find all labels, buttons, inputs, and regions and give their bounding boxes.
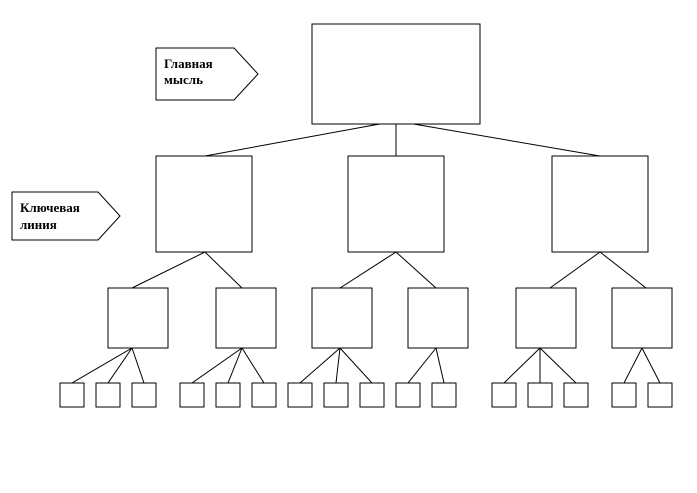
connectors-level-2 [71, 347, 661, 384]
connector-l1c-l2e [549, 251, 601, 289]
level-2-box [215, 287, 277, 349]
key-line-label: Ключевая линия [11, 191, 121, 241]
main-idea-label: Главная мысль [155, 47, 259, 101]
level-3-box [359, 382, 385, 408]
level-3-box [323, 382, 349, 408]
level-3-box [395, 382, 421, 408]
connector-l2c-l3 [299, 347, 341, 384]
level-3-boxes [59, 382, 673, 408]
root-box [311, 23, 481, 125]
level-3-box [131, 382, 157, 408]
connector-l2d-l3 [407, 347, 437, 384]
level-3-box [431, 382, 457, 408]
connector-l1b-l2c [339, 251, 397, 289]
key-line-arrow-shape [11, 191, 121, 241]
level-1-box [551, 155, 649, 253]
main-idea-arrow-shape [155, 47, 259, 101]
connector-l2e-l3 [539, 347, 577, 384]
level-3-box [491, 382, 517, 408]
level-1-box [347, 155, 445, 253]
level-3-box [179, 382, 205, 408]
level-3-box [527, 382, 553, 408]
level-2-box [515, 287, 577, 349]
level-1-box [155, 155, 253, 253]
connector-l2b-l3 [191, 347, 243, 384]
connector-l2f-l3 [623, 347, 643, 384]
connectors-level-1 [131, 251, 647, 289]
connector-l1a-l2b [204, 251, 243, 289]
connector-l2c-l3 [339, 347, 373, 384]
connectors-root [204, 120, 601, 157]
connector-l2f-l3 [641, 347, 661, 384]
connector-l2b-l3 [241, 347, 265, 384]
connector-l1b-l2d [395, 251, 437, 289]
level-2-box [407, 287, 469, 349]
connector-root-left [204, 120, 397, 157]
main-idea-text-line-2: мысль [164, 72, 203, 87]
level-2-box [611, 287, 673, 349]
connector-l2a-l3 [71, 347, 133, 384]
connector-l2e-l3 [503, 347, 541, 384]
key-line-text-line-2: линия [20, 217, 57, 232]
level-3-box [611, 382, 637, 408]
level-3-box [95, 382, 121, 408]
connector-l2b-l3 [227, 347, 243, 384]
level-1-boxes [155, 155, 649, 253]
key-line-text-line-1: Ключевая [20, 200, 80, 215]
level-3-box [251, 382, 277, 408]
level-3-box [563, 382, 589, 408]
main-idea-text-line-1: Главная [164, 56, 213, 71]
connector-l2c-l3 [335, 347, 341, 384]
level-3-box [215, 382, 241, 408]
connector-l2d-l3 [435, 347, 445, 384]
connector-l2a-l3 [107, 347, 133, 384]
level-3-box [287, 382, 313, 408]
level-2-box [311, 287, 373, 349]
level-2-boxes [107, 287, 673, 349]
level-3-box [59, 382, 85, 408]
connector-l2a-l3 [131, 347, 145, 384]
connector-l1c-l2f [599, 251, 647, 289]
connector-root-right [395, 120, 601, 157]
level-2-box [107, 287, 169, 349]
connector-l1a-l2a [131, 251, 206, 289]
level-3-box [647, 382, 673, 408]
